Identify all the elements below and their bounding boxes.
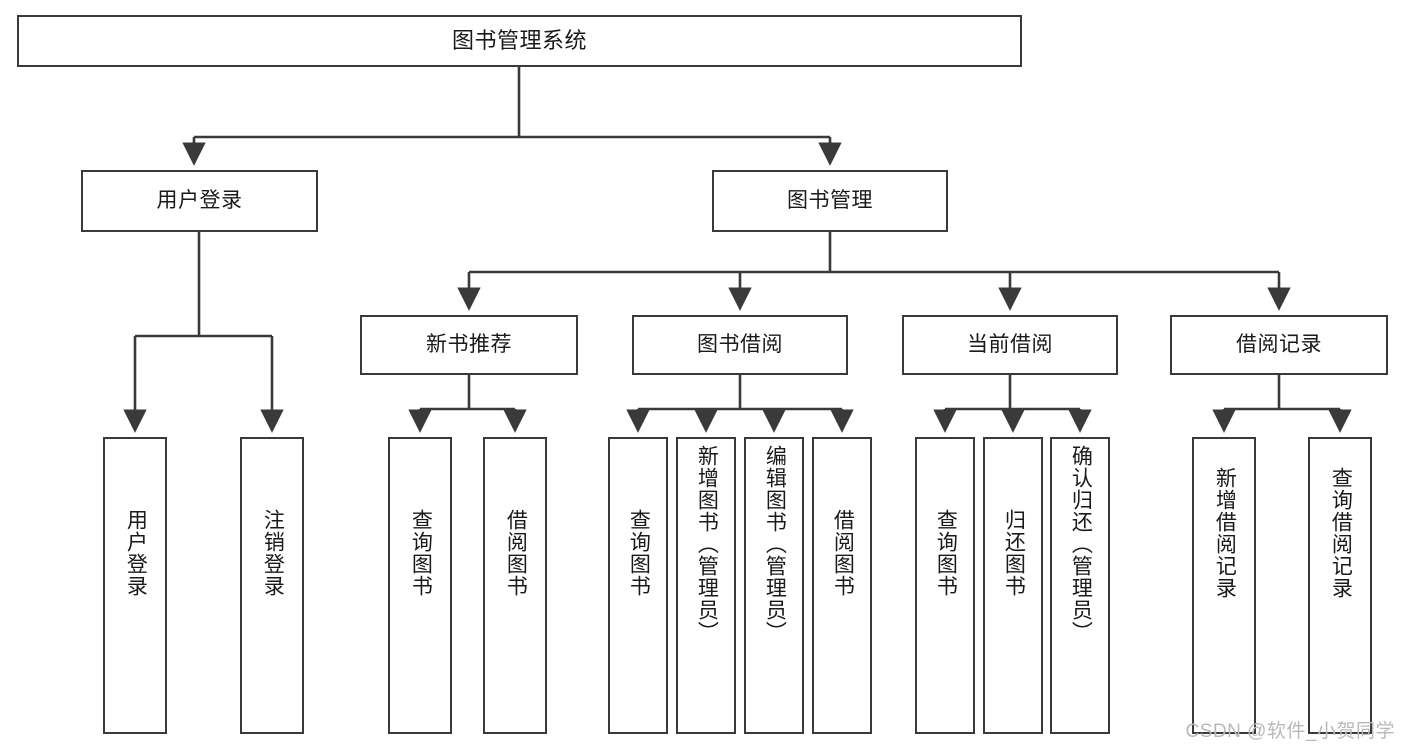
node-leaf-query-borrow-record-label: 查询借阅记录 [1329, 467, 1353, 599]
node-leaf-return-book[interactable]: 归还图书 [983, 437, 1043, 734]
node-current-borrow[interactable]: 当前借阅 [902, 315, 1118, 375]
node-root[interactable]: 图书管理系统 [17, 15, 1022, 67]
node-current-borrow-label: 当前借阅 [967, 333, 1053, 357]
node-leaf-logout[interactable]: 注销登录 [240, 437, 304, 734]
node-root-label: 图书管理系统 [451, 27, 587, 53]
node-book-borrow[interactable]: 图书借阅 [632, 315, 848, 375]
node-leaf-query-book-borrow-label: 查询图书 [627, 509, 651, 597]
node-leaf-user-login-label: 用户登录 [124, 509, 148, 597]
node-book-borrow-label: 图书借阅 [697, 333, 783, 357]
node-new-book-recommend[interactable]: 新书推荐 [360, 315, 578, 375]
node-leaf-add-borrow-record[interactable]: 新增借阅记录 [1192, 437, 1256, 734]
node-book-manage-label: 图书管理 [787, 189, 873, 213]
node-leaf-borrow-book-label: 借阅图书 [831, 509, 855, 597]
node-leaf-edit-book-admin-label: 编辑图书（管理员） [763, 445, 787, 643]
node-book-manage[interactable]: 图书管理 [712, 170, 948, 232]
node-leaf-add-book-admin[interactable]: 新增图书（管理员） [676, 437, 736, 734]
node-leaf-query-book-rec[interactable]: 查询图书 [388, 437, 452, 734]
node-leaf-query-borrow-record[interactable]: 查询借阅记录 [1308, 437, 1372, 734]
node-leaf-add-borrow-record-label: 新增借阅记录 [1213, 467, 1237, 599]
node-user-login-label: 用户登录 [156, 189, 243, 213]
node-user-login[interactable]: 用户登录 [81, 170, 318, 232]
node-leaf-query-book-cur[interactable]: 查询图书 [915, 437, 975, 734]
node-leaf-borrow-book[interactable]: 借阅图书 [812, 437, 872, 734]
node-leaf-user-login[interactable]: 用户登录 [103, 437, 167, 734]
node-leaf-confirm-return-admin[interactable]: 确认归还（管理员） [1050, 437, 1110, 734]
node-borrow-record-label: 借阅记录 [1236, 333, 1322, 357]
node-leaf-borrow-book-rec[interactable]: 借阅图书 [483, 437, 547, 734]
node-leaf-confirm-return-admin-label: 确认归还（管理员） [1069, 445, 1093, 643]
node-leaf-logout-label: 注销登录 [261, 509, 285, 597]
node-leaf-borrow-book-rec-label: 借阅图书 [504, 509, 528, 597]
node-leaf-return-book-label: 归还图书 [1002, 509, 1026, 597]
node-new-book-recommend-label: 新书推荐 [426, 333, 512, 357]
node-leaf-query-book-cur-label: 查询图书 [934, 509, 958, 597]
csdn-watermark: CSDN @软件_小贺同学 [1185, 721, 1395, 742]
node-leaf-query-book-rec-label: 查询图书 [409, 509, 433, 597]
node-leaf-add-book-admin-label: 新增图书（管理员） [695, 445, 719, 643]
node-borrow-record[interactable]: 借阅记录 [1170, 315, 1388, 375]
node-leaf-edit-book-admin[interactable]: 编辑图书（管理员） [744, 437, 804, 734]
node-leaf-query-book-borrow[interactable]: 查询图书 [608, 437, 668, 734]
